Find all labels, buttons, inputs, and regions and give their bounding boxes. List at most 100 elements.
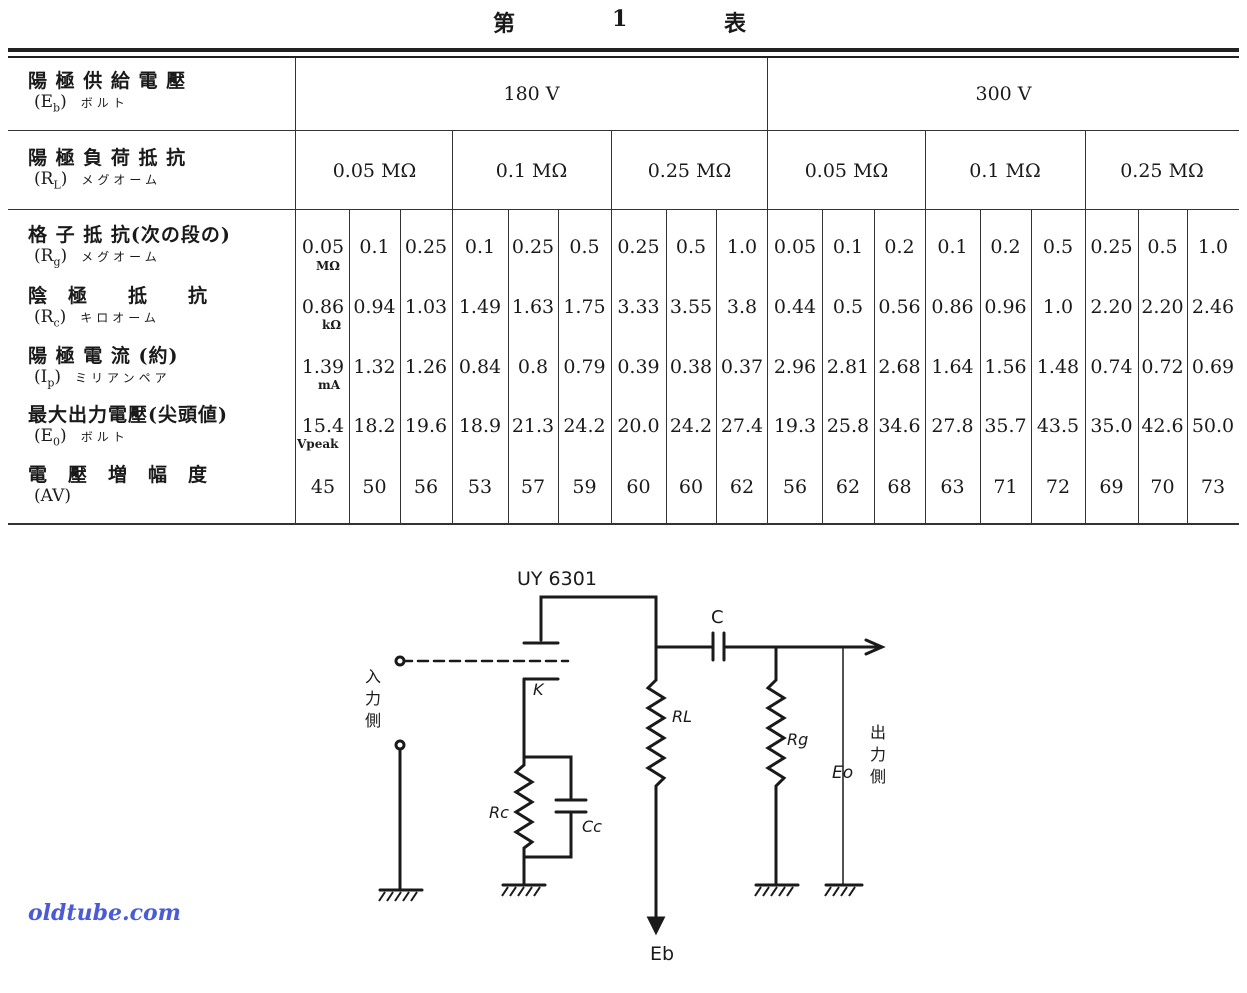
watermark: oldtube.com — [28, 900, 181, 926]
table-cell-rc: 1.0 — [1042, 296, 1074, 318]
bottom-rule — [8, 523, 1239, 525]
column-divider — [666, 210, 667, 524]
table-cell-rg: 0.25 — [404, 236, 448, 258]
label-plate-current: 陽 極 電 流 (約) (Ip)ミリアンペア — [28, 345, 179, 390]
rl-resistor — [645, 678, 667, 932]
column-divider — [508, 210, 509, 524]
table-cell-ip: 0.39 — [617, 356, 660, 378]
table-cell-e0: 18.2 — [353, 415, 396, 437]
table-cell-av: 70 — [1150, 476, 1175, 498]
row-divider — [8, 130, 1239, 131]
plate-wire — [539, 595, 658, 682]
output-label-2: 力 — [870, 745, 886, 764]
title-char-3: 表 — [724, 11, 747, 37]
table-cell-e0: 34.6 — [878, 415, 921, 437]
table-cell-rc: 0.56 — [878, 296, 921, 318]
table-cell-rc: 1.03 — [404, 296, 448, 318]
table-cell-e0: 19.3 — [773, 415, 817, 437]
unit-ip: mA — [318, 378, 341, 392]
table-cell-rc: 0.5 — [832, 296, 864, 318]
table-cell-av: 56 — [413, 476, 439, 498]
top-rule-2 — [8, 56, 1239, 58]
table-cell-ip: 0.74 — [1090, 356, 1133, 378]
table-cell-ip: 1.64 — [931, 356, 974, 378]
load-header-1: 0.1 MΩ — [495, 160, 568, 182]
table-cell-rg: 1.0 — [726, 236, 758, 258]
table-cell-rg: 0.5 — [1147, 236, 1178, 258]
table-cell-av: 73 — [1200, 476, 1226, 498]
load-header-5: 0.25 MΩ — [1120, 160, 1204, 182]
table-cell-ip: 1.32 — [353, 356, 396, 378]
table-cell-rc: 1.49 — [458, 296, 502, 318]
table-cell-ip: 2.68 — [878, 356, 921, 378]
table-cell-e0: 50.0 — [1191, 415, 1235, 437]
input-label-3: 側 — [365, 711, 381, 730]
column-divider — [716, 210, 717, 524]
load-header-0: 0.05 MΩ — [332, 160, 417, 182]
table-cell-av: 62 — [835, 476, 861, 498]
table-cell-av: 53 — [467, 476, 493, 498]
table-cell-rg: 0.05 — [773, 236, 817, 258]
table-cell-e0: 21.3 — [511, 415, 555, 437]
load-header-2: 0.25 MΩ — [647, 160, 732, 182]
table-cell-ip: 0.37 — [720, 356, 764, 378]
rg-label: Rg — [787, 730, 808, 749]
column-divider — [1187, 210, 1188, 524]
rl-label: RL — [672, 707, 692, 726]
cc-wire-bottom — [522, 812, 573, 859]
column-divider — [874, 210, 875, 524]
table-cell-rg: 0.5 — [569, 236, 600, 258]
table-cell-ip: 2.81 — [826, 356, 870, 378]
unit-e0: Vpeak — [297, 437, 339, 451]
table-cell-e0: 20.0 — [617, 415, 660, 437]
table-cell-rc: 1.63 — [511, 296, 555, 318]
column-divider — [1138, 210, 1139, 524]
load-header-3: 0.05 MΩ — [804, 160, 889, 182]
eo-label: Eo — [832, 763, 853, 783]
table-cell-ip: 0.84 — [458, 356, 502, 378]
table-cell-rg: 0.1 — [937, 236, 968, 258]
column-divider — [822, 210, 823, 524]
load-divider — [611, 131, 612, 209]
load-divider — [452, 131, 453, 209]
table-cell-rc: 0.86 — [301, 296, 345, 318]
table-cell-av: 60 — [626, 476, 651, 498]
table-cell-av: 59 — [572, 476, 597, 498]
rg-resistor — [765, 645, 787, 887]
table-cell-av: 60 — [678, 476, 704, 498]
table-cell-av: 63 — [940, 476, 965, 498]
table-cell-rg: 0.1 — [464, 236, 496, 258]
table-cell-av: 71 — [993, 476, 1018, 498]
k-label: K — [533, 680, 545, 699]
table-cell-ip: 0.69 — [1191, 356, 1235, 378]
table-cell-rc: 2.20 — [1141, 296, 1184, 318]
load-divider — [1085, 131, 1086, 209]
top-rule — [8, 48, 1239, 52]
table-cell-ip: 0.8 — [517, 356, 549, 378]
table-cell-rg: 0.1 — [832, 236, 864, 258]
table-cell-e0: 24.2 — [669, 415, 713, 437]
table-cell-rc: 0.86 — [931, 296, 974, 318]
table-cell-e0: 42.6 — [1141, 415, 1184, 437]
input-terminal — [394, 655, 406, 667]
table-cell-rc: 0.96 — [984, 296, 1027, 318]
table-cell-av: 68 — [887, 476, 912, 498]
output-label-1: 出 — [870, 723, 886, 742]
input-label-2: 力 — [365, 689, 381, 708]
label-load-resistance: 陽 極 負 荷 抵 抗 (RL)メグオーム — [28, 147, 187, 192]
table-cell-rg: 0.25 — [1090, 236, 1133, 258]
table-cell-rc: 0.44 — [773, 296, 817, 318]
table-cell-rc: 2.46 — [1191, 296, 1235, 318]
table-cell-rc: 2.20 — [1090, 296, 1133, 318]
eb-arrow — [646, 916, 666, 936]
load-header-4: 0.1 MΩ — [969, 160, 1041, 182]
unit-rc: kΩ — [322, 318, 341, 332]
table-cell-rg: 0.5 — [675, 236, 707, 258]
table-cell-av: 72 — [1045, 476, 1071, 498]
ground-hatch-input — [378, 891, 418, 902]
table-cell-rg: 0.2 — [990, 236, 1021, 258]
label-supply-voltage: 陽 極 供 給 電 壓 (Eb)ボルト — [28, 70, 187, 115]
table-cell-ip: 0.72 — [1141, 356, 1184, 378]
table-cell-rg: 1.0 — [1197, 236, 1229, 258]
ground-hatch-eo — [824, 886, 856, 897]
